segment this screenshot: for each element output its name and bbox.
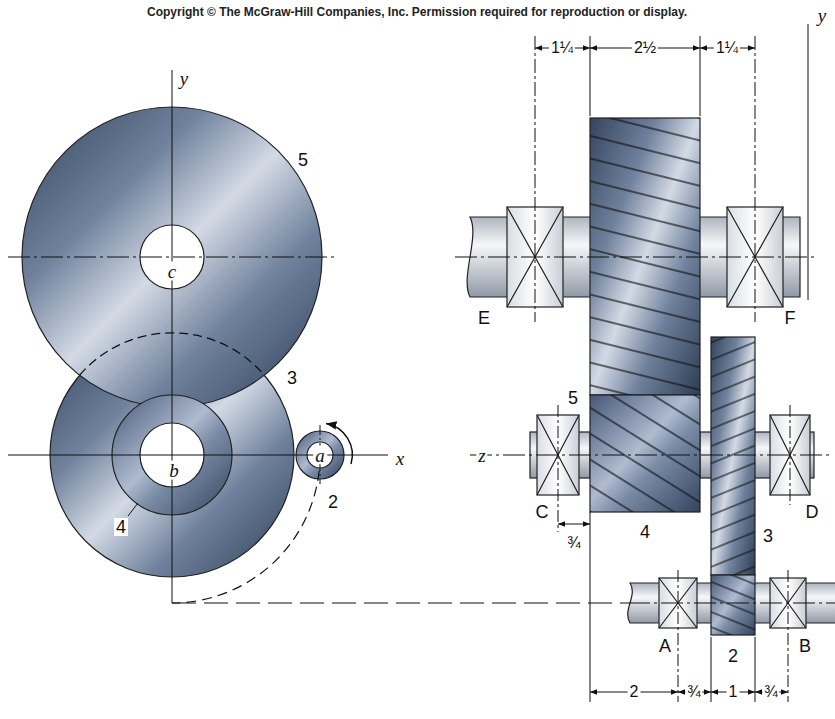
helix-lines [590,395,700,512]
notice-text: Copyright © The McGraw-Hill Companies, I… [145,6,689,18]
shaft-center-label: b [167,461,181,480]
bearing-label: E [476,309,492,327]
y-axis [172,70,173,603]
x-axis [8,455,388,456]
gear-number: 3 [761,527,775,545]
projection-line [172,602,628,603]
axis-label: y [178,69,190,88]
gear-number: 4 [638,523,652,541]
dimension-text: ¾ [685,684,702,700]
center-line [455,257,818,258]
extension-line [590,512,591,702]
shaft-center-label: c [166,262,178,281]
extension-line [558,405,559,532]
bearing-label: B [797,637,813,655]
dimension-text: ¾ [762,684,779,700]
extension-line [755,36,756,322]
z-axis [470,455,830,456]
side-view-lines [455,24,835,702]
y-axis [808,24,809,300]
axis-label: y [816,6,828,25]
gear-number: 2 [326,493,340,511]
center-line [628,603,835,604]
swing-arc [172,455,320,603]
dimension-text: 2 [628,684,641,700]
dimension-text: 2½ [632,40,658,56]
side-view [467,118,835,635]
dimension-line [558,524,590,525]
dimension-text: 1¼ [549,40,575,56]
bearing-label: A [657,637,673,655]
leader-line [128,503,138,516]
extension-line [535,36,536,322]
gear-number: 2 [726,647,740,665]
bearing-label: C [534,503,551,521]
gear-number: 5 [566,389,580,407]
helix-lines [711,337,755,575]
gear-number: 5 [296,151,310,169]
dimension-text: 1¼ [714,40,740,56]
axis-label: x [394,449,406,468]
gear-number: 3 [285,369,299,387]
gear-2-face [711,575,755,635]
axis-label: z [476,446,487,465]
extension-line [788,570,789,702]
end-view-lines [8,70,628,603]
dimension-text: 1 [727,684,740,700]
gear-4-face [590,395,700,512]
bearing-label: F [783,309,798,327]
gear-number: 4 [114,518,128,536]
helix-lines [711,575,755,635]
end-view [22,107,344,577]
bearing-label: D [804,503,821,521]
dimension-text: ¾ [565,535,582,551]
bearings [507,207,810,628]
shaft-center-label: a [313,446,327,465]
gear-3-face [711,337,755,575]
rotation-arrow [326,424,352,465]
center-line [790,405,791,505]
extension-line [678,570,679,702]
